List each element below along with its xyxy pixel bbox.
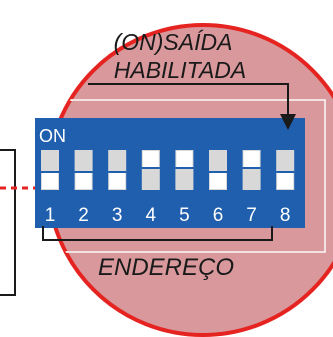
callout-arrow xyxy=(88,83,296,130)
output-enabled-label-line1: (ON)SAÍDA xyxy=(114,29,233,55)
switch-number-1: 1 xyxy=(45,205,56,226)
device-outline xyxy=(0,149,16,296)
switch-knob[interactable] xyxy=(210,173,226,189)
address-bracket xyxy=(42,226,273,241)
switch-number-4: 4 xyxy=(146,205,157,226)
switch-knob[interactable] xyxy=(176,151,193,167)
dip-switch-2[interactable]: 2 xyxy=(74,150,93,226)
switch-knob[interactable] xyxy=(277,173,294,189)
switch-number-7: 7 xyxy=(246,205,257,226)
switch-number-3: 3 xyxy=(112,205,123,226)
switch-group: 1 2 3 4 5 6 7 8 xyxy=(41,150,295,226)
switch-divider xyxy=(175,167,194,169)
dip-switch-6[interactable]: 6 xyxy=(209,150,227,226)
switch-divider xyxy=(41,171,59,173)
switch-knob[interactable] xyxy=(42,173,58,189)
switch-number-8: 8 xyxy=(280,205,291,226)
dip-switch-4[interactable]: 4 xyxy=(141,150,160,226)
dip-switch-1[interactable]: 1 xyxy=(41,150,59,226)
output-enabled-label-line2: HABILITADA xyxy=(114,57,247,83)
on-label: ON xyxy=(39,126,66,146)
switch-knob[interactable] xyxy=(109,173,126,189)
switch-divider xyxy=(276,171,295,173)
switch-divider xyxy=(108,171,127,173)
switch-divider xyxy=(74,171,93,173)
switch-divider xyxy=(141,167,160,169)
switch-divider xyxy=(242,167,261,169)
dip-switch-8[interactable]: 8 xyxy=(276,150,295,226)
switch-divider xyxy=(209,171,227,173)
dip-switch-7[interactable]: 7 xyxy=(242,150,261,226)
switch-knob[interactable] xyxy=(243,151,260,167)
switch-number-5: 5 xyxy=(179,205,190,226)
dip-switch-3[interactable]: 3 xyxy=(108,150,127,226)
switch-outline xyxy=(48,99,326,253)
switch-number-2: 2 xyxy=(78,205,89,226)
switch-knob[interactable] xyxy=(75,173,92,189)
address-label: ENDEREÇO xyxy=(98,254,234,281)
switch-knob[interactable] xyxy=(142,151,159,167)
dip-switch-5[interactable]: 5 xyxy=(175,150,194,226)
switch-number-6: 6 xyxy=(213,205,224,226)
